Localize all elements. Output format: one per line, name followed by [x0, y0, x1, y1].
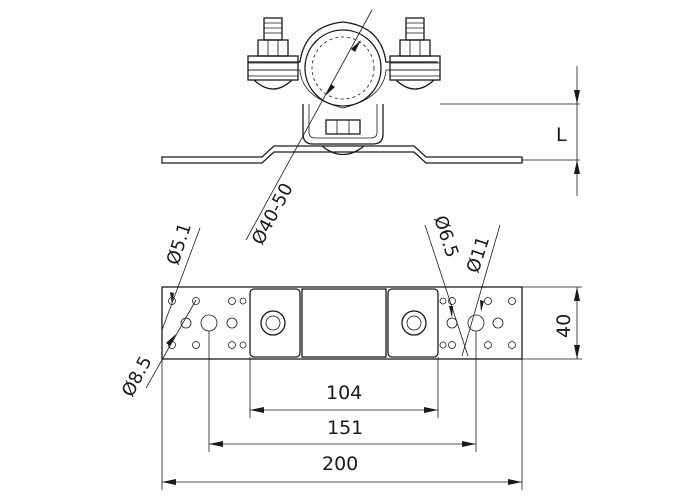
right-stud: [405, 17, 425, 41]
dim-104-label: 104: [326, 382, 362, 404]
leader-5-1: [161, 227, 201, 331]
u-bracket: [302, 104, 384, 145]
label-5-1: Ø5.1: [163, 220, 196, 267]
right-plate: [387, 288, 439, 358]
left-plate: [249, 288, 301, 358]
label-11: Ø11: [463, 234, 494, 276]
right-bolt-outer: [401, 310, 427, 336]
hole-8-5-left: [239, 297, 247, 305]
right-nut: [399, 39, 431, 57]
tube-diameter-label: Ø40-50: [248, 180, 298, 249]
left-bolt-outer: [260, 310, 286, 336]
leader-11: [461, 224, 501, 357]
clamp-band: [248, 21, 438, 63]
clamp-bottom-arc: [321, 145, 365, 156]
plan-view: Ø5.1 Ø8.5 Ø6.5 Ø11 40 104 151: [118, 213, 582, 490]
center-plate: [301, 288, 387, 358]
base-strip-side: [161, 145, 523, 164]
dim-L-label: L: [556, 124, 567, 146]
dim-40-label: 40: [553, 314, 575, 338]
side-view: L Ø40-50: [161, 9, 580, 249]
dim-151-label: 151: [327, 417, 363, 439]
hole-11-right: [467, 314, 485, 332]
hole-11-left: [200, 314, 218, 332]
bracket-nut: [325, 119, 361, 135]
tube-outer: [304, 29, 382, 107]
base-strip-plan: [161, 286, 523, 360]
tube-diameter-leader: [245, 9, 373, 241]
leader-6-5: [424, 224, 469, 357]
left-stud: [263, 17, 283, 41]
label-8-5: Ø8.5: [118, 353, 157, 401]
left-nut: [257, 39, 289, 57]
dim-200-label: 200: [322, 453, 358, 475]
